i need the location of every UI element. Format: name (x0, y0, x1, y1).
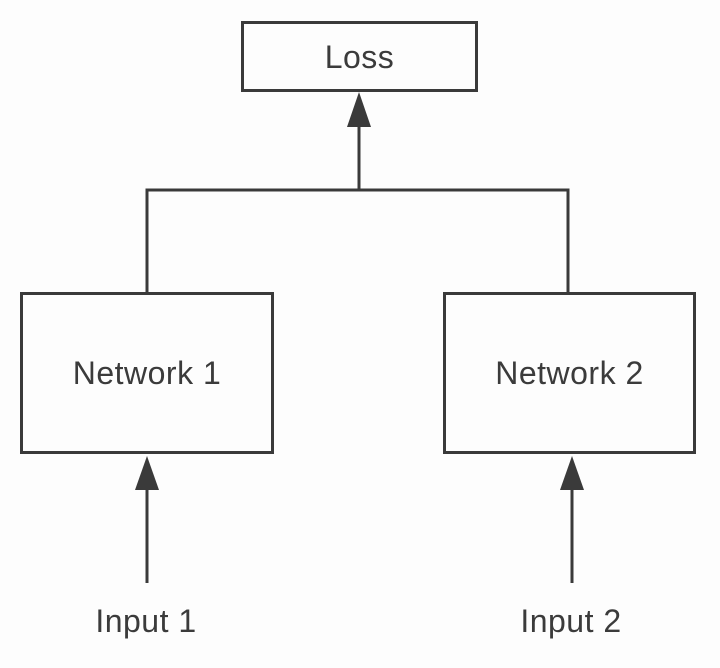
arrowhead-into-network1 (135, 456, 159, 490)
connector-networks-junction (145, 188, 570, 292)
node-loss: Loss (241, 21, 478, 92)
node-network2: Network 2 (443, 292, 696, 454)
node-network2-label: Network 2 (495, 355, 644, 391)
arrowhead-into-loss (347, 92, 371, 127)
node-network1-label: Network 1 (72, 355, 222, 391)
arrowhead-into-network2 (560, 456, 584, 490)
node-network1: Network 1 (20, 292, 274, 454)
node-input2-label: Input 2 (520, 603, 622, 639)
node-input1-label: Input 1 (95, 603, 197, 639)
node-loss-label: Loss (324, 38, 395, 75)
